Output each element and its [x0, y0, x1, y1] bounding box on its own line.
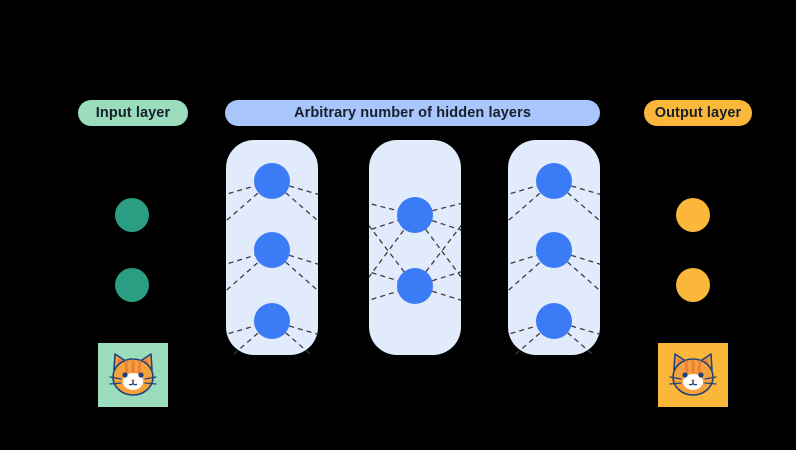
output-node-2 [676, 268, 710, 302]
hidden-node-1-3 [254, 303, 290, 339]
hidden-node-3-1 [536, 163, 572, 199]
hidden-node-3-2 [536, 232, 572, 268]
input-layer-badge: Input layer [78, 100, 188, 126]
hidden-node-3-3 [536, 303, 572, 339]
cat-face-icon [669, 353, 717, 396]
hidden-layer-panel-2 [369, 140, 461, 355]
hidden-node-2-1 [397, 197, 433, 233]
input-node-2 [115, 268, 149, 302]
output-image-tile [658, 343, 728, 407]
output-node-1 [676, 198, 710, 232]
input-node-1 [115, 198, 149, 232]
hidden-node-2-2 [397, 268, 433, 304]
hidden-node-1-1 [254, 163, 290, 199]
hidden-layers-badge: Arbitrary number of hidden layers [225, 100, 600, 126]
hidden-node-1-2 [254, 232, 290, 268]
output-layer-badge: Output layer [644, 100, 752, 126]
cat-face-icon [109, 353, 157, 396]
input-image-tile [98, 343, 168, 407]
